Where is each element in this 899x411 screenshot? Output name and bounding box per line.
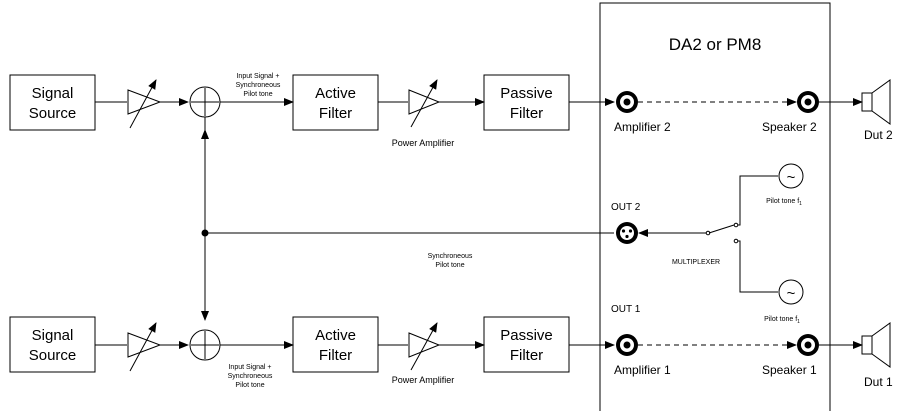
speaker-1-label: Speaker 1: [762, 363, 817, 377]
top-variable-preamp-icon: [127, 79, 162, 129]
dut-1-speaker-icon: [861, 322, 891, 368]
top-active-filter-label-2: Filter: [319, 105, 352, 122]
bottom-active-filter-label-2: Filter: [319, 347, 352, 364]
bottom-variable-preamp-icon: [127, 322, 162, 372]
speaker-2-label: Speaker 2: [762, 120, 817, 134]
bottom-power-amplifier-icon: [408, 322, 441, 371]
speaker-1-connector-icon: [797, 334, 819, 356]
bottom-sum-label-2: Synchroneous: [228, 373, 273, 380]
speaker-2-connector-icon: [797, 91, 819, 113]
bottom-power-amplifier-label: Power Amplifier: [392, 375, 455, 385]
pilot-tone-section: OUT 2 Synchroneous Pilot tone MULTIPLEXE…: [201, 117, 804, 325]
sync-pilot-label-1: Synchroneous: [428, 253, 473, 260]
bottom-signal-source-label-2: Source: [29, 347, 77, 364]
amplifier-2-label: Amplifier 2: [614, 120, 671, 134]
bottom-sum-label-1: Input Signal +: [228, 364, 271, 371]
out-1-label: OUT 1: [611, 304, 641, 315]
svg-text:~: ~: [787, 285, 796, 302]
pilot-tone-top-label: Pilot tone f1: [766, 198, 802, 207]
top-passive-filter-label-2: Filter: [510, 105, 543, 122]
multiplexer-label: MULTIPLEXER: [672, 259, 720, 266]
bottom-sum-label-3: Pilot tone: [235, 382, 264, 389]
bottom-signal-source-label-1: Signal: [32, 327, 74, 344]
pilot-tone-generator-top-icon: ~: [778, 163, 804, 189]
top-signal-source-label-1: Signal: [32, 85, 74, 102]
multiplexer-switch-icon: [705, 222, 739, 244]
sync-pilot-label-2: Pilot tone: [435, 262, 464, 269]
top-signal-source-label-2: Source: [29, 105, 77, 122]
bottom-passive-filter-label-2: Filter: [510, 347, 543, 364]
out-2-label: OUT 2: [611, 202, 641, 213]
bottom-chain: Signal Source Input Signal + Synchroneou…: [9, 304, 893, 389]
amplifier-2-connector-icon: [616, 91, 638, 113]
top-power-amplifier-icon: [408, 79, 441, 128]
pilot-tone-generator-bottom-icon: ~: [778, 279, 804, 305]
dut-2-label: Dut 2: [864, 128, 893, 142]
svg-text:~: ~: [787, 169, 796, 186]
top-passive-filter-label-1: Passive: [500, 85, 553, 102]
top-active-filter-label-1: Active: [315, 85, 356, 102]
top-power-amplifier-label: Power Amplifier: [392, 138, 455, 148]
bottom-passive-filter-label-1: Passive: [500, 327, 553, 344]
amplifier-1-label: Amplifier 1: [614, 363, 671, 377]
top-sum-label-1: Input Signal +: [236, 73, 279, 80]
device-box: [599, 2, 831, 411]
dut-2-speaker-icon: [861, 79, 891, 125]
pilot-tone-bottom-label: Pilot tone f1: [764, 316, 800, 325]
top-sum-label-2: Synchroneous: [236, 82, 281, 89]
top-sum-label-3: Pilot tone: [243, 91, 272, 98]
top-summing-junction-icon: [189, 86, 221, 118]
dut-1-label: Dut 1: [864, 375, 893, 389]
bottom-summing-junction-icon: [189, 329, 221, 361]
out-2-connector-icon: [616, 222, 638, 244]
amplifier-1-connector-icon: [616, 334, 638, 356]
bottom-active-filter-label-1: Active: [315, 327, 356, 344]
top-chain: Signal Source Input Signal + Synchroneou…: [9, 73, 893, 148]
device-box-title: DA2 or PM8: [669, 35, 762, 54]
